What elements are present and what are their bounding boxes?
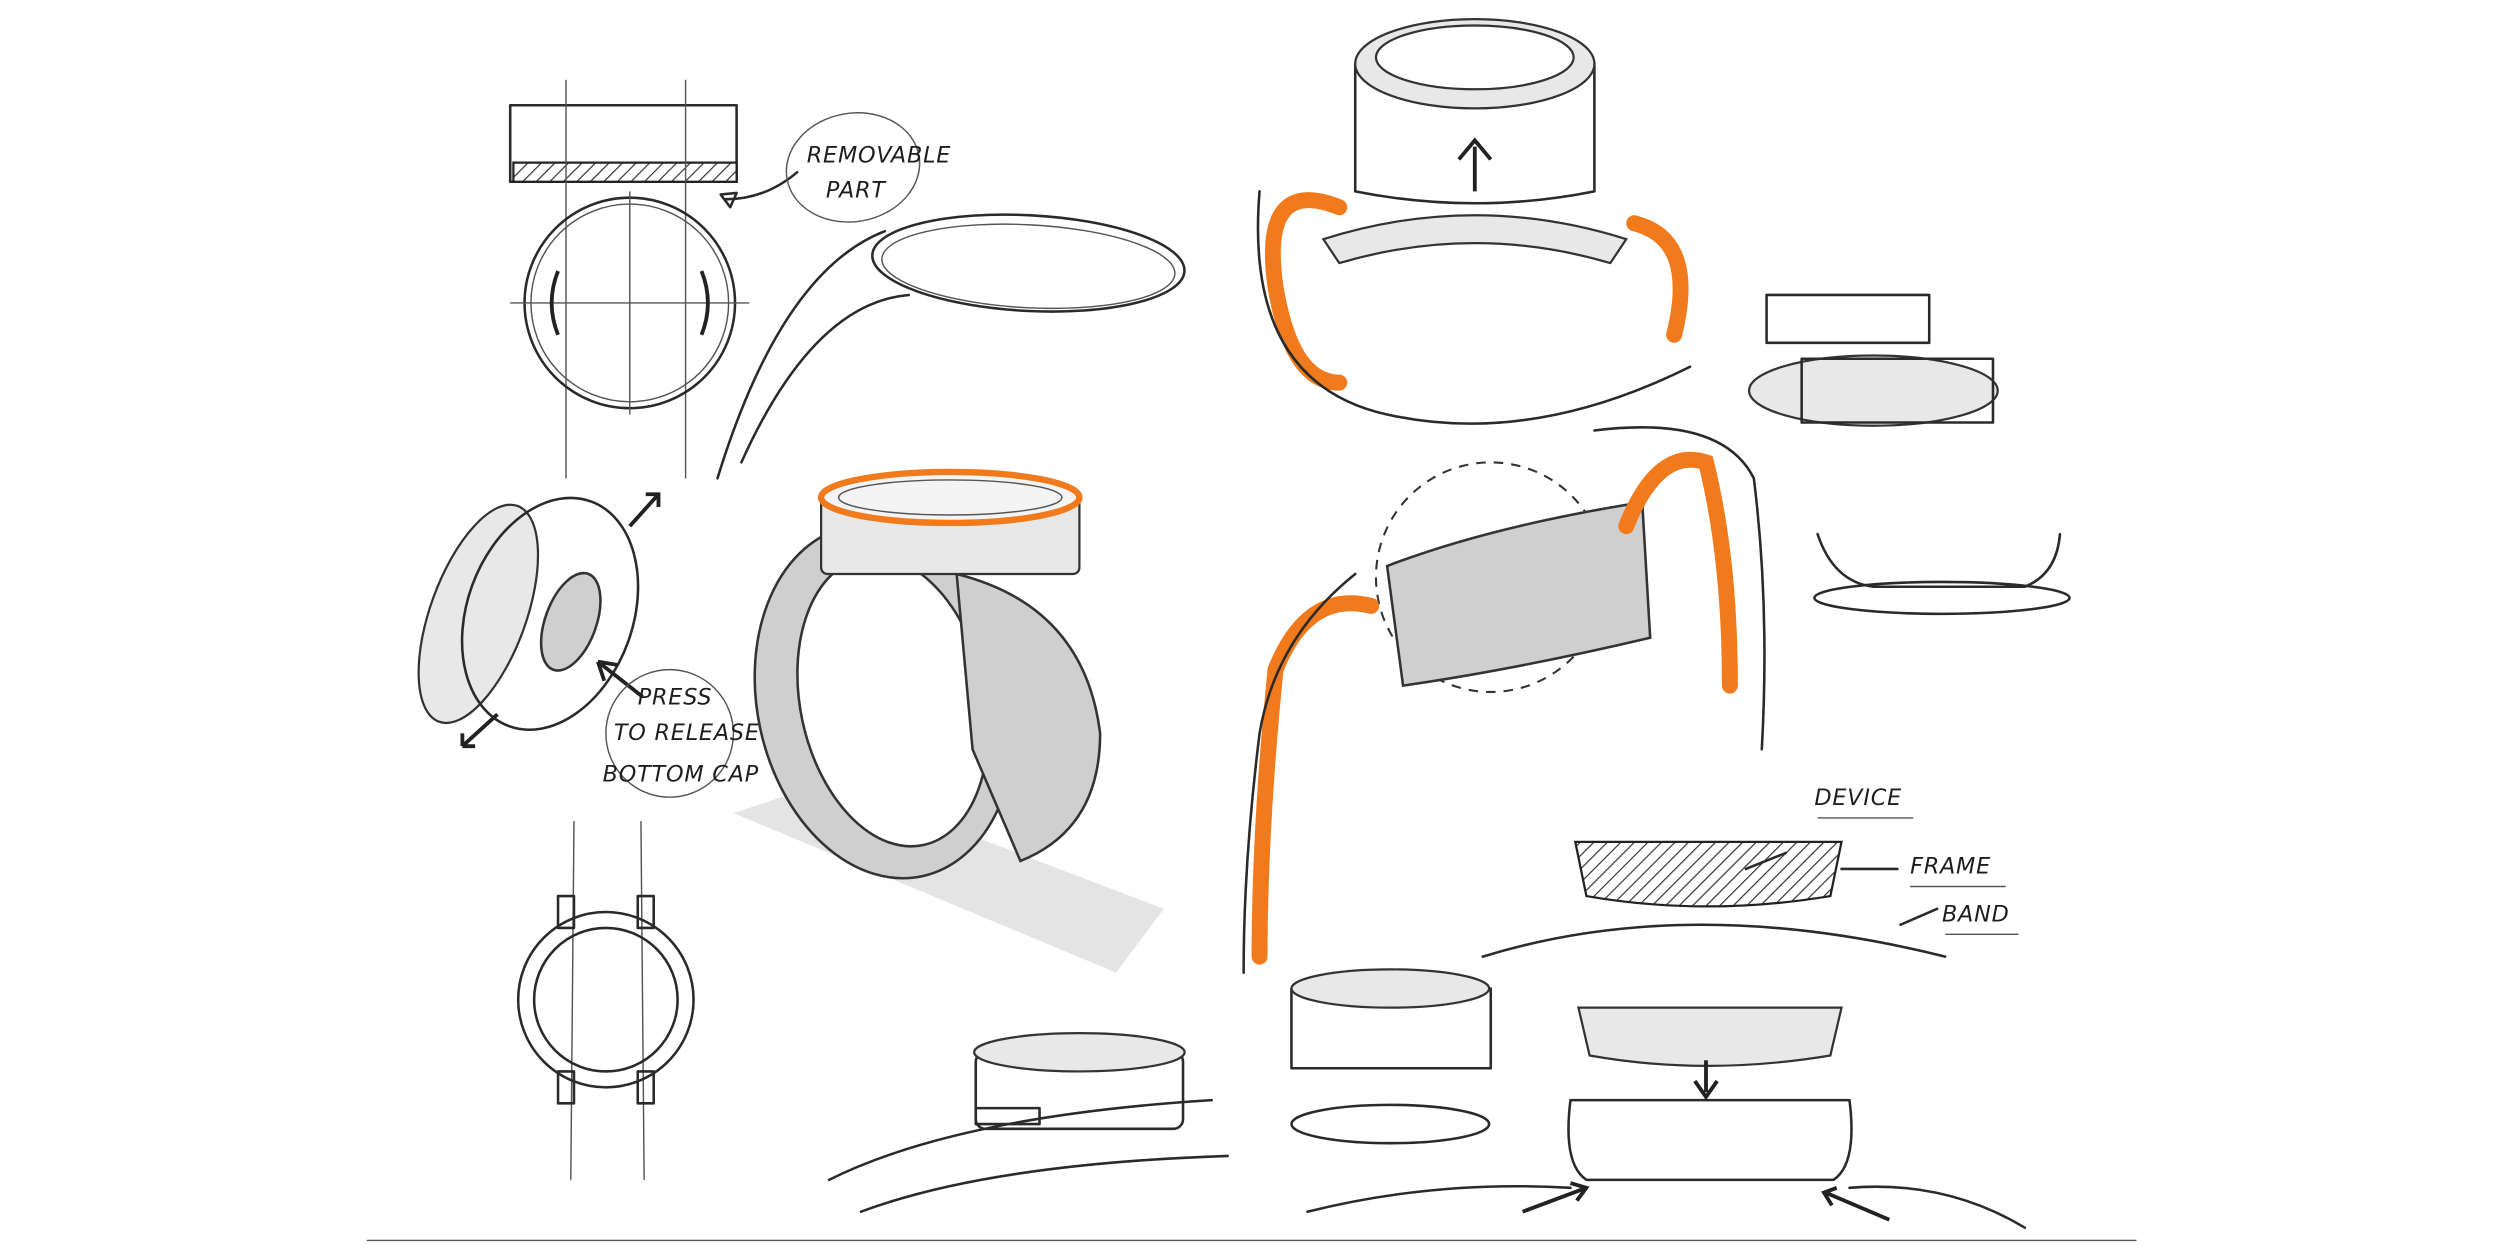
band-label: BAND	[1942, 902, 2010, 928]
press-label-line1: PRESS	[638, 685, 713, 711]
press-label-line3: BOTTOM CAP	[603, 761, 759, 787]
watch-front-view-sketch	[516, 821, 695, 1180]
device-frame-band-section: DEVICE FRAME BAND	[1481, 785, 2019, 958]
main-watch-sketch	[733, 468, 1164, 973]
puck-on-band-sketch	[827, 1032, 1229, 1214]
removable-label-line2: PART	[826, 178, 888, 204]
device-label: DEVICE	[1814, 785, 1902, 811]
removable-label-line1: REMOVABLE	[807, 143, 952, 169]
assembly-sketch	[1290, 968, 2027, 1229]
frame-label: FRAME	[1910, 854, 1991, 880]
strap-attachment-sketch	[1242, 426, 1766, 974]
band-perspective-sketch	[716, 213, 1186, 480]
cradle-top-sketch	[1256, 18, 1692, 425]
bottom-cap-sketch: PRESS TO RELEASE BOTTOM CAP	[417, 492, 760, 798]
press-label-line2: TO RELEASE	[614, 720, 760, 746]
frame-ring-sketch	[1747, 293, 2071, 616]
removable-part-sketch: REMOVABLE PART	[508, 79, 952, 479]
